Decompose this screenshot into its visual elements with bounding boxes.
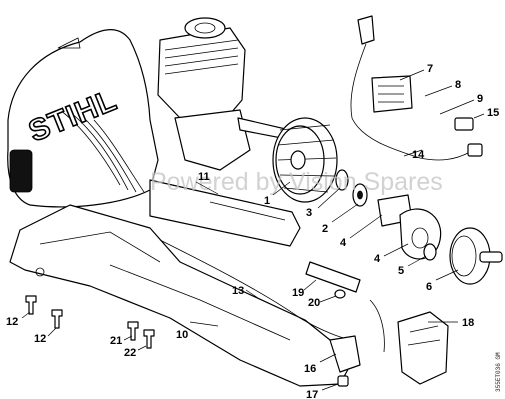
callout-3: 3 [306, 207, 312, 219]
callout-6: 6 [426, 281, 432, 293]
callout-9: 9 [477, 93, 483, 105]
callout-17: 17 [306, 389, 318, 399]
callout-12b: 12 [34, 333, 46, 345]
callout-20: 20 [308, 297, 320, 309]
callout-16: 16 [304, 363, 316, 375]
shaft-tube [149, 179, 301, 247]
callout-15: 15 [487, 107, 499, 119]
ignition-module [350, 15, 483, 161]
callout-labels: 1 2 3 4 4 5 6 7 8 9 10 11 12 12 13 14 15 [6, 63, 499, 399]
callout-4a: 4 [340, 237, 347, 249]
screws [25, 295, 155, 349]
throttle-cable [159, 239, 353, 341]
lower-housing [9, 204, 353, 387]
callout-4b: 4 [374, 253, 381, 265]
reference-code: 355ET036 GM [495, 352, 502, 392]
callout-19: 19 [292, 287, 304, 299]
callout-18: 18 [462, 317, 474, 329]
callout-14: 14 [412, 149, 425, 161]
throttle-lever [305, 261, 385, 353]
clutch-assembly [377, 194, 442, 261]
engine-block [157, 17, 293, 171]
clutch-drum [449, 227, 503, 285]
callout-12a: 12 [6, 316, 18, 328]
callout-2: 2 [322, 223, 328, 235]
switch-housing [397, 311, 449, 385]
watermark: Powered by Vision Spares [150, 168, 443, 196]
callout-7: 7 [427, 63, 433, 75]
callout-13: 13 [232, 285, 244, 297]
callout-21: 21 [110, 335, 122, 347]
callout-11: 11 [198, 171, 210, 183]
callout-1: 1 [264, 195, 270, 207]
washers [335, 169, 368, 207]
callout-10: 10 [176, 329, 188, 341]
callout-5: 5 [398, 265, 404, 277]
flywheel [272, 117, 338, 203]
callout-8: 8 [455, 79, 461, 91]
callout-22: 22 [124, 347, 136, 359]
trigger [329, 335, 361, 387]
engine-cover-shroud: STIHL [7, 29, 159, 208]
